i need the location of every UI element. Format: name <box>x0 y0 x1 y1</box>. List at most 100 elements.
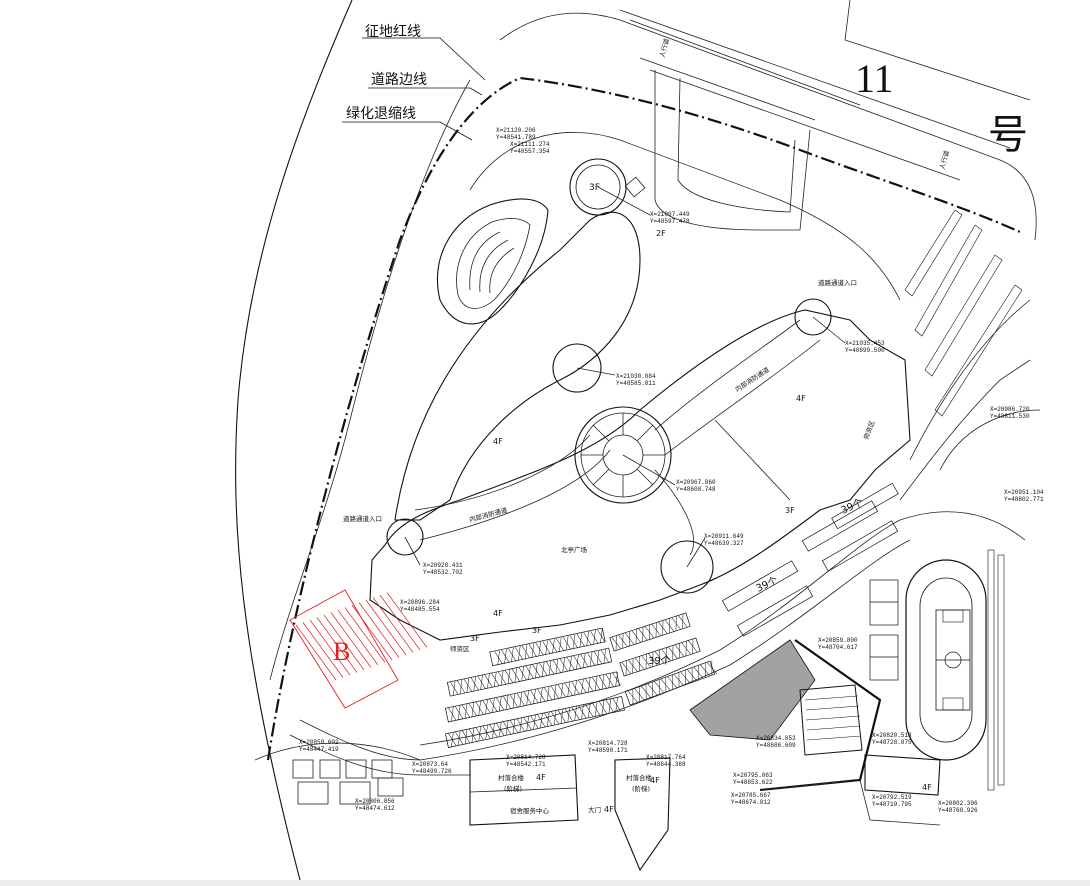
fire-lane-inner-1 <box>419 449 611 541</box>
fire-lane-upper-1 <box>654 319 801 431</box>
dotted-court <box>689 639 816 741</box>
coord-18-x: X=20817.764 <box>646 754 686 761</box>
coord-20-y: Y=48674.812 <box>731 799 771 806</box>
campus-service-label: 宿舍服务中心 <box>510 806 550 815</box>
coord-9-y: Y=48485.554 <box>400 606 440 613</box>
coord-8-y: Y=48639.327 <box>704 540 744 547</box>
village-b-sublabel: (阶梯) <box>632 784 650 793</box>
coord-19-x: X=20795.063 <box>733 772 773 779</box>
coord-4-x: X=21035.453 <box>845 340 885 347</box>
bottom-strip <box>0 880 1090 886</box>
north-inner-road <box>654 70 811 231</box>
sidewalk-label-b: 人行道 <box>937 149 951 171</box>
coord-1-x: X=21120.206 <box>496 127 536 134</box>
floor-4f-lower2: 4F <box>604 805 614 814</box>
village-a-sublabel: (阶梯) <box>504 784 522 793</box>
plaza-rotunda-outer <box>574 406 672 504</box>
top-road-edge-3 <box>629 19 861 106</box>
crescent-wing-left <box>369 309 911 641</box>
gate-label: 大门 <box>588 805 601 814</box>
village-building-a <box>469 754 579 826</box>
coord-20-x: X=20785.667 <box>731 792 771 799</box>
floor-4f-lower1: 4F <box>536 773 546 782</box>
building-number-suffix: 号 <box>988 112 1028 158</box>
right-road-1 <box>899 359 1031 501</box>
village-b-label: 村落合楼 <box>626 773 653 782</box>
coord-8-x: X=20911.649 <box>704 533 744 540</box>
coord-16-y: Y=48542.171 <box>506 761 546 768</box>
bottom-left-arc <box>254 742 421 761</box>
north-loop-road <box>469 132 901 301</box>
coord-2-y: Y=48557.354 <box>510 148 550 155</box>
legend-red-line: 征地红线 <box>365 24 421 40</box>
coord-9-x: X=20896.284 <box>400 599 440 606</box>
coord-16-x: X=20814.728 <box>506 754 546 761</box>
parking-count-a: 39个 <box>839 496 865 516</box>
running-track-inner <box>919 577 973 743</box>
coord-4-y: Y=48699.500 <box>845 347 885 354</box>
top-road-edge-2 <box>619 9 1011 149</box>
running-track-outer <box>905 559 987 761</box>
parking-upper-right <box>904 209 1023 417</box>
grandstand <box>799 684 863 756</box>
basketball-courts <box>869 579 899 681</box>
coord-6-y: Y=48608.748 <box>676 486 716 493</box>
floor-4f-bottom: 4F <box>493 609 503 618</box>
floor-4f-lower4: 4F <box>922 783 932 792</box>
coord-21-y: Y=48719.795 <box>872 801 912 808</box>
pitch-box-top <box>942 609 964 623</box>
zone-b-hatching <box>295 592 428 681</box>
coord-5-y: Y=48585.811 <box>616 380 656 387</box>
floor-3f-b1: 3F <box>470 634 480 643</box>
coord-17-x: X=20814.728 <box>588 740 628 747</box>
entrance-right-label: 道路通道入口 <box>818 278 857 287</box>
south-road-1 <box>419 511 1026 746</box>
coord-10-y: Y=48704.617 <box>818 644 858 651</box>
floor-3f-b2: 3F <box>532 626 542 635</box>
fire-lane-left-label: 内部消防通道 <box>468 505 508 524</box>
pitch-box-bottom <box>942 697 964 711</box>
right-circle-roads <box>939 409 1041 471</box>
coord-13-x: X=20834.853 <box>756 735 796 742</box>
legend-road-edge: 道路边线 <box>371 72 427 88</box>
pitch-center-circle <box>944 651 962 669</box>
village-building-b <box>614 757 671 872</box>
circle-3f-top-inner <box>575 164 621 210</box>
coord-23-y: Y=48474.612 <box>355 805 395 812</box>
top-road-edge-1 <box>499 12 1037 241</box>
coord-3-y: Y=48597.478 <box>650 218 690 225</box>
circle-left-entry <box>386 518 424 556</box>
floor-3f-top: 3F <box>589 183 600 193</box>
coord-12-x: X=20951.104 <box>1004 489 1044 496</box>
amphitheater-rows <box>469 231 515 294</box>
fire-lane-down-1 <box>654 469 695 556</box>
coord-19-y: Y=48653.622 <box>733 779 773 786</box>
coord-21-x: X=20792.519 <box>872 794 912 801</box>
leader-lines <box>404 186 846 568</box>
bottom-right-walk <box>759 779 941 826</box>
right-road-2 <box>909 299 1031 461</box>
teacher-area-right: 师资区 <box>861 419 876 441</box>
bottom-left-housing <box>292 759 404 805</box>
coord-7-x: X=20928.431 <box>423 562 463 569</box>
fire-lane-down-2 <box>714 419 791 501</box>
amphitheater-inner <box>456 218 531 309</box>
south-road-2 <box>419 539 911 761</box>
fire-lane-upper-2 <box>664 339 821 456</box>
parking-count-b: 39个 <box>754 574 780 594</box>
teacher-area-left: 师资区 <box>450 644 470 653</box>
floor-4f-lower3: 4F <box>650 776 660 785</box>
zone-b-red-area <box>289 589 399 709</box>
small-hut-top <box>624 176 646 198</box>
main-crescent-outline <box>394 211 641 521</box>
entrance-left-label: 道路通道入口 <box>343 514 382 523</box>
coord-22-x: X=20802.396 <box>938 800 978 807</box>
parking-bottom-hatching <box>448 613 717 748</box>
coord-7-y: Y=48532.702 <box>423 569 463 576</box>
coord-23-x: X=20806.856 <box>355 798 395 805</box>
south-road-4 <box>289 734 470 776</box>
coord-1-y: Y=48541.789 <box>496 134 536 141</box>
coord-13-y: Y=48686.609 <box>756 742 796 749</box>
legend-leader-lines <box>342 37 486 141</box>
